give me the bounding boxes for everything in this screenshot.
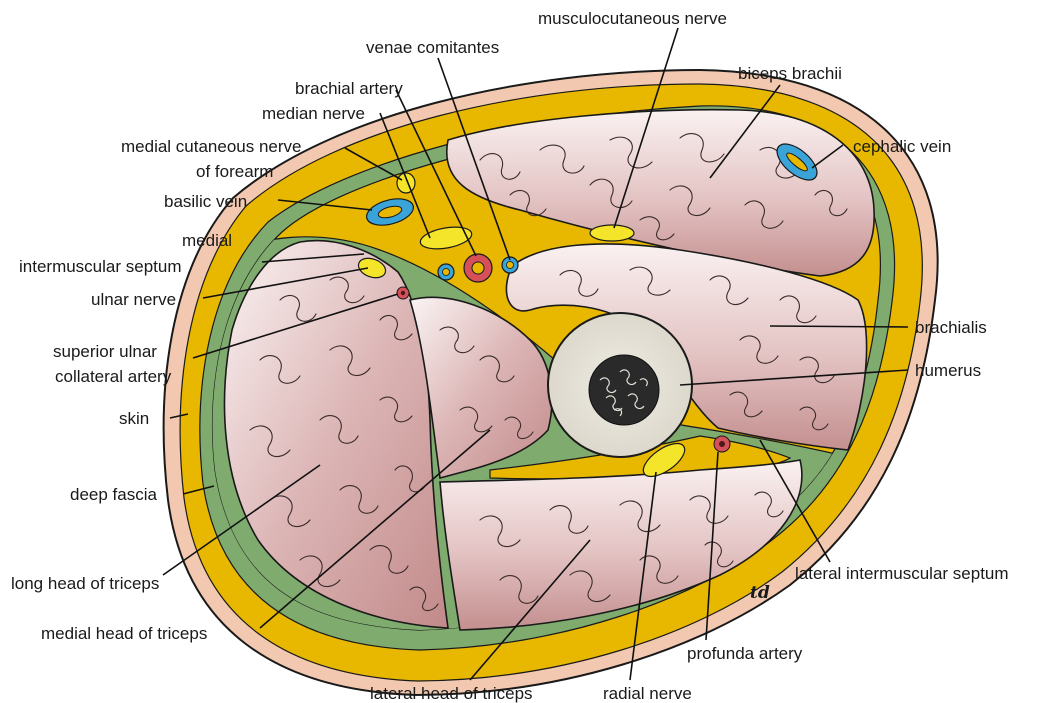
label-deep-fascia: deep fascia [70,485,157,504]
vena-comitans-medial-shape [438,264,454,280]
label-musculocutaneous-nerve: musculocutaneous nerve [538,9,727,28]
label-medial-intermuscular-line2: intermuscular septum [19,257,182,276]
label-superior-ulnar-line2: collateral artery [55,367,172,386]
label-lateral-head-triceps: lateral head of triceps [370,684,533,703]
label-venae-comitantes: venae comitantes [366,38,499,57]
brachial-artery-shape [464,254,492,282]
superior-ulnar-collateral-artery-shape [397,287,409,299]
label-medial-cutaneous-nerve-line1: medial cutaneous nerve [121,137,302,156]
label-brachialis: brachialis [915,318,987,337]
label-basilic-vein: basilic vein [164,192,247,211]
label-long-head-triceps: long head of triceps [11,574,159,593]
label-ulnar-nerve: ulnar nerve [91,290,176,309]
label-humerus: humerus [915,361,981,380]
profunda-artery-shape [714,436,730,452]
label-median-nerve: median nerve [262,104,365,123]
label-brachial-artery: brachial artery [295,79,403,98]
label-radial-nerve: radial nerve [603,684,692,703]
label-medial-intermuscular-line1: medial [182,231,232,250]
artist-signature: td [750,583,770,603]
label-medial-head-triceps: medial head of triceps [41,624,207,643]
label-cephalic-vein: cephalic vein [853,137,951,156]
label-lateral-intermuscular-septum: lateral intermuscular septum [795,564,1009,583]
label-biceps-brachii: biceps brachii [738,64,842,83]
label-superior-ulnar-line1: superior ulnar [53,342,157,361]
label-medial-cutaneous-nerve-line2: of forearm [196,162,273,181]
label-skin: skin [119,409,149,428]
humerus-marrow [589,355,659,425]
musculocutaneous-nerve-shape [590,225,634,241]
label-profunda-artery: profunda artery [687,644,803,663]
